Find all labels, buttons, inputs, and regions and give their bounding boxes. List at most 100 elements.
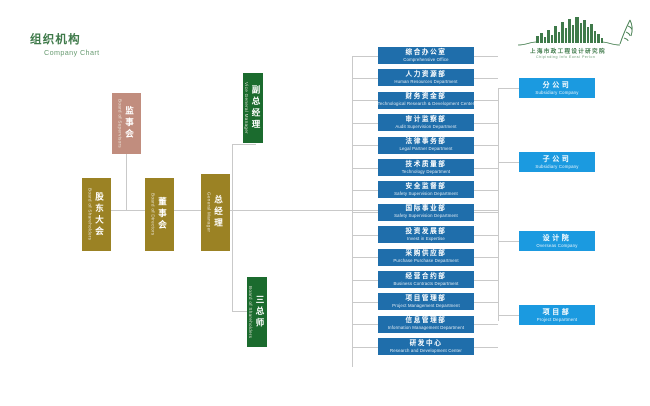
connector-dept-11 [352, 279, 378, 281]
dept-box-3-cn: 财务资金部 [405, 93, 447, 101]
connector-dept-3 [352, 100, 378, 102]
connector-dept-tail-4 [474, 122, 498, 124]
connector-dept-tail-2 [474, 77, 498, 79]
logo-text-cn: 上海市政工程设计研究院 [530, 49, 606, 55]
connector-dept-tail-12 [474, 301, 498, 303]
connector-sub-1 [498, 88, 519, 89]
box-vice-general-manager-cn: 副总经理 [251, 85, 261, 131]
dept-box-8-cn: 国际事业部 [405, 205, 447, 213]
connector-sub-trunk [498, 88, 499, 321]
connector-dept-tail-9 [474, 234, 498, 236]
box-chief-engineers[interactable]: 三总师 Board of Shareholders [247, 277, 267, 347]
dept-box-10-cn: 采购供应部 [405, 250, 447, 258]
connector-sub-2 [498, 162, 519, 163]
box-board-of-shareholders[interactable]: 股东大会 Board of Shareholders [82, 178, 111, 251]
box-vice-general-manager[interactable]: 副总经理 Vice General Manager [243, 73, 263, 143]
dept-box-2-en: Human Resources Department [394, 78, 458, 84]
box-board-of-directors-cn: 董事会 [157, 197, 168, 232]
company-logo: 上海市政工程设计研究院 Chipinding Info Eonsi Perlon [516, 14, 638, 64]
connector-supervisors-down [126, 154, 127, 210]
connector-dept-5 [352, 145, 378, 147]
page-title: 组织机构 Company Chart [30, 34, 100, 57]
connector-dept-tail-6 [474, 167, 498, 169]
dept-box-5-cn: 法律事务部 [405, 138, 447, 146]
connector-dept-tail-8 [474, 212, 498, 214]
connector-dept-tail-14 [474, 346, 498, 348]
connector-dept-tail-1 [474, 55, 498, 57]
connector-gm-vertical [232, 144, 233, 311]
connector-main-spine [96, 210, 396, 211]
dept-box-6-cn: 技术质量部 [405, 160, 447, 168]
box-board-of-directors[interactable]: 董事会 Board of Directors [145, 178, 174, 251]
connector-sub-4 [498, 315, 519, 316]
connector-dept-9 [352, 234, 378, 236]
box-board-of-directors-en: Board of Directors [150, 193, 156, 236]
dept-box-3-en: Technological Research & Development Cen… [377, 101, 475, 107]
logo-text-en: Chipinding Info Eonsi Perlon [536, 55, 596, 59]
connector-dept-13 [352, 324, 378, 326]
box-general-manager-en: General Manager [206, 192, 212, 233]
box-board-of-supervisors[interactable]: 监事会 Board of Supervisors [112, 93, 141, 154]
dept-box-2-cn: 人力资源部 [405, 70, 447, 78]
box-board-of-supervisors-cn: 监事会 [124, 106, 135, 141]
page-title-cn: 组织机构 [30, 34, 81, 46]
dept-box-10-en: Purchase Purchase Department [393, 258, 459, 264]
dept-box-14-en: Research and Development Center [389, 347, 462, 353]
connector-dept-tail-7 [474, 189, 498, 191]
box-general-manager[interactable]: 总经理 General Manager [201, 174, 230, 251]
connector-dept-tail-11 [474, 279, 498, 281]
connector-dept-tail-5 [474, 145, 498, 147]
dept-box-4-en: Audit Supervision Department [395, 123, 457, 129]
dept-box-13-cn: 信息管理部 [405, 317, 447, 325]
dept-box-5-en: Legal Partner Department [399, 146, 453, 152]
box-board-of-supervisors-en: Board of Supervisors [117, 99, 123, 148]
connector-to-vice-gm [232, 144, 256, 145]
dept-box-13-en: Information Management Department [387, 325, 465, 331]
box-board-of-shareholders-en: Board of Shareholders [87, 188, 93, 241]
dept-box-12-cn: 项目管理部 [405, 294, 447, 302]
dept-box-1-cn: 综合办公室 [405, 48, 447, 56]
connector-sub-3 [498, 241, 519, 242]
dept-box-9-en: Invest in Expertise [407, 235, 445, 241]
dept-box-7-en: Safety Supervision Department [394, 190, 458, 196]
connector-dept-14 [352, 346, 378, 348]
dept-box-1-en: Comprehensive Office [403, 56, 449, 62]
dept-box-12-en: Project Management Department [392, 302, 460, 308]
dept-box-9-cn: 投资发展部 [405, 227, 447, 235]
dept-box-7-cn: 安全监督部 [405, 182, 447, 190]
dept-box-11-cn: 经营合约部 [405, 272, 447, 280]
subsidiary-box-1-cn: 分公司 [542, 81, 572, 89]
subsidiary-box-4-cn: 项目部 [542, 308, 572, 316]
connector-dept-8 [352, 212, 378, 214]
subsidiary-box-3-en: Overseas Company [536, 242, 578, 248]
connector-dept-1 [352, 55, 378, 57]
connector-dept-trunk [352, 57, 353, 367]
subsidiary-box-2-cn: 子公司 [542, 155, 572, 163]
dept-box-11-en: Business Contracts Department [393, 280, 459, 286]
box-chief-engineers-cn: 三总师 [255, 294, 265, 330]
box-chief-engineers-en: Board of Shareholders [248, 285, 253, 339]
connector-dept-tail-10 [474, 257, 498, 259]
connector-dept-10 [352, 257, 378, 259]
subsidiary-box-1-en: Subsidiary Company [535, 89, 579, 95]
box-general-manager-cn: 总经理 [213, 195, 224, 230]
